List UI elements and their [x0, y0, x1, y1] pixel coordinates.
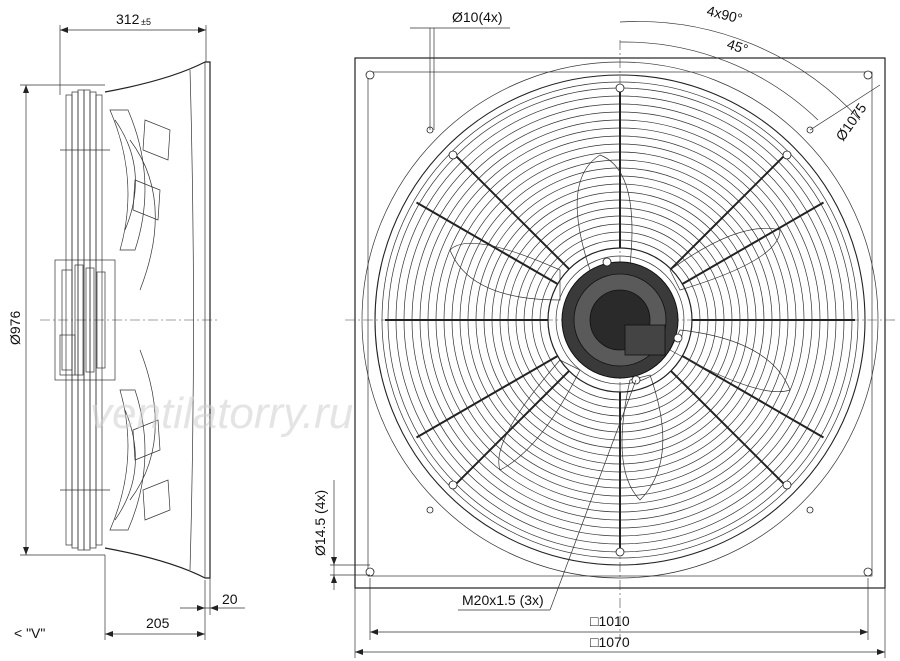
corner-hole-bl	[365, 567, 375, 577]
guard-bolts	[448, 83, 792, 557]
front-motor	[547, 247, 693, 393]
dim-312-label: 312	[116, 11, 140, 27]
guard-strut	[453, 153, 570, 270]
corner-hole-br	[863, 567, 873, 577]
dim-thread-label: M20x1.5 (3x)	[462, 592, 544, 608]
side-view: 312 ±5 Ø976 205 20 < "V"	[7, 11, 245, 641]
dim-976: Ø976	[7, 84, 105, 556]
dim-312: 312 ±5	[59, 11, 207, 95]
dim-d10: Ø10(4x)	[410, 9, 510, 130]
dim-d1075-label: Ø1075	[832, 100, 869, 144]
guard-strut	[415, 355, 559, 439]
angle-4x90-label: 4x90°	[705, 2, 744, 26]
view-marker-label: < "V"	[14, 625, 45, 641]
watermark: ventilatorry.ru	[90, 389, 353, 438]
dim-d14-5-label: Ø14.5 (4x)	[312, 490, 328, 556]
guard-strut	[681, 201, 825, 285]
dim-thread: M20x1.5 (3x)	[458, 379, 637, 611]
guard-strut	[670, 370, 787, 487]
corner-hole-tr	[863, 70, 873, 80]
guard-struts	[385, 85, 855, 555]
dim-1010-label: □1010	[590, 613, 630, 629]
dim-205: 205	[104, 555, 206, 640]
corner-hole-tl	[365, 70, 375, 80]
dim-1010: □1010	[369, 578, 869, 640]
guard-strut	[453, 370, 570, 487]
guard-strut	[681, 355, 825, 439]
front-blades	[449, 154, 791, 501]
dim-1070-label: □1070	[590, 634, 630, 650]
guard-strut	[670, 153, 787, 270]
dim-d1075: Ø1075	[809, 84, 881, 144]
dim-1070: □1070	[354, 588, 886, 658]
dim-976-label: Ø976	[7, 311, 23, 345]
front-view: Ø10(4x) 4x90° 45° Ø1075 Ø14.5 (4x) M20x1	[312, 2, 895, 658]
side-nozzle	[104, 61, 211, 579]
guard-strut	[415, 201, 559, 285]
dim-20: 20	[180, 578, 245, 615]
dim-312-tol: ±5	[141, 17, 151, 27]
dim-d14-5: Ø14.5 (4x)	[312, 480, 370, 590]
angle-45-label: 45°	[725, 36, 750, 58]
side-motor	[54, 259, 116, 381]
dim-d10-label: Ø10(4x)	[452, 9, 503, 25]
dim-205-label: 205	[146, 615, 170, 631]
side-blades	[109, 109, 171, 531]
dim-20-label: 20	[222, 591, 238, 607]
dim-angles: 4x90° 45°	[619, 2, 861, 121]
